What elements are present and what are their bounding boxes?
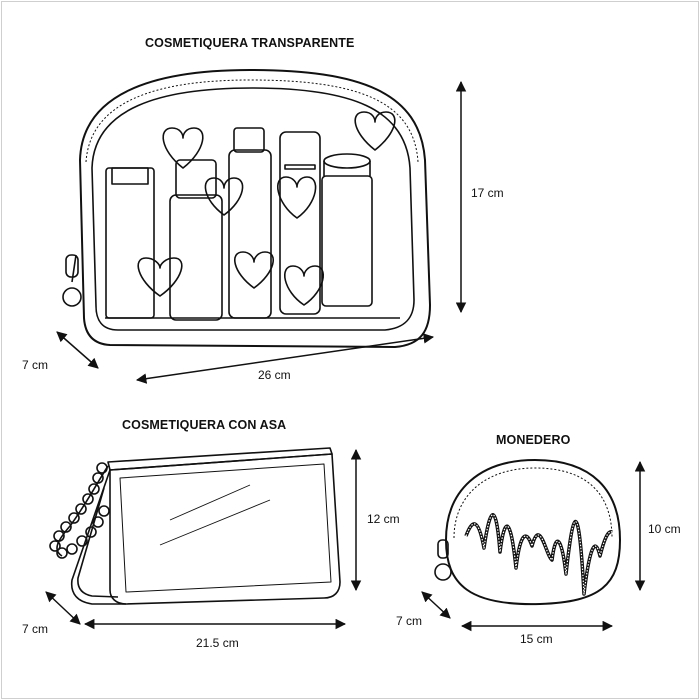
product-1-depth-label: 7 cm [22, 358, 49, 372]
product-1-title: COSMETIQUERA TRANSPARENTE [145, 36, 355, 50]
dimension-arrows-bag-1 [56, 80, 467, 384]
product-3-height-label: 10 cm [648, 522, 681, 536]
product-2-depth-label: 7 cm [22, 622, 49, 636]
product-1-height-label: 17 cm [471, 186, 504, 200]
cosmetic-bag-transparent-drawing [62, 69, 431, 348]
product-1-width-label: 26 cm [258, 368, 291, 382]
dimension-arrows-bag-3 [421, 460, 646, 632]
cosmetic-bag-handle-drawing [49, 447, 341, 605]
dimension-arrows-bag-2 [45, 448, 362, 630]
product-3-width-label: 15 cm [520, 632, 553, 646]
product-2-title: COSMETIQUERA CON ASA [122, 418, 287, 432]
coin-purse-drawing [434, 459, 621, 606]
product-3-title: MONEDERO [496, 433, 571, 447]
product-2-width-label: 21.5 cm [196, 636, 239, 650]
product-2-height-label: 12 cm [367, 512, 400, 526]
product-3-depth-label: 7 cm [396, 614, 423, 628]
